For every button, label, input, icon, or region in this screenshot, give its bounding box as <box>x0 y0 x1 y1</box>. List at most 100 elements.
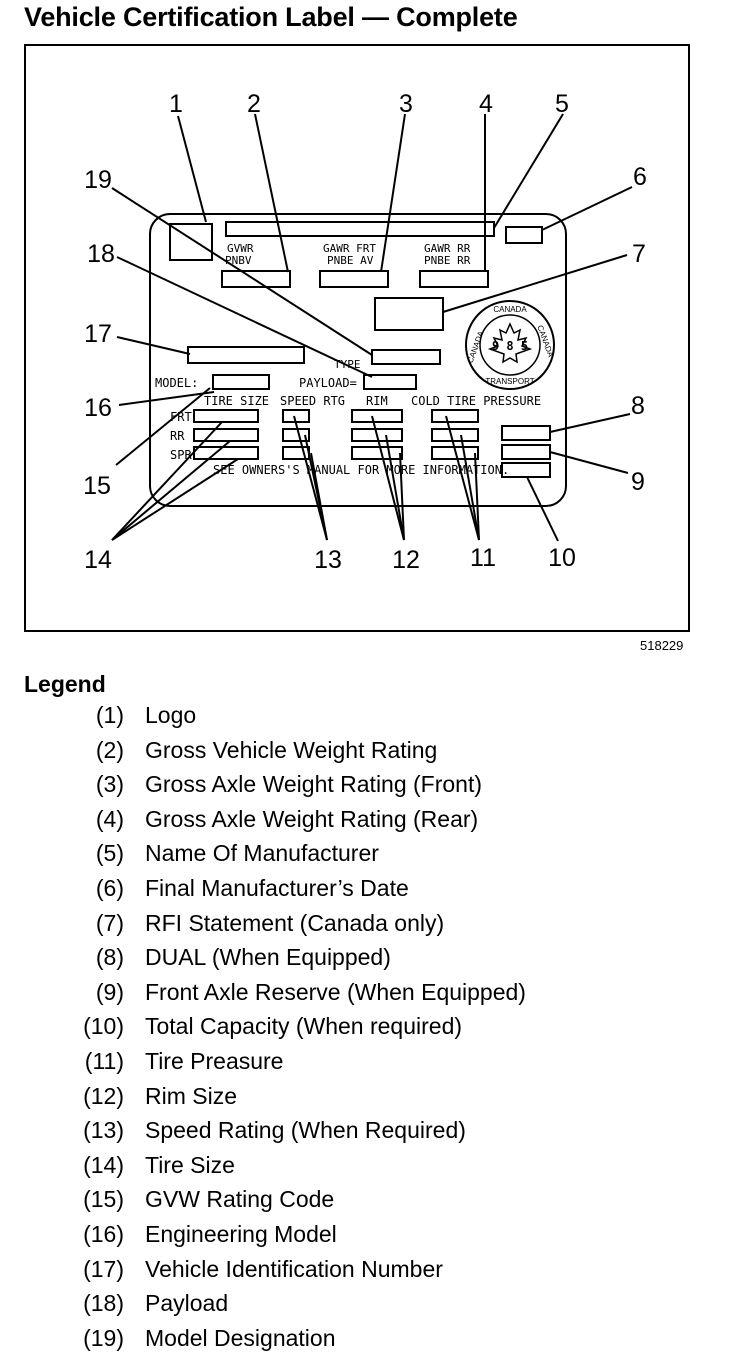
callout-12: 12 <box>392 546 420 574</box>
legend-text: Engineering Model <box>145 1220 337 1247</box>
legend-item: (13) Speed Rating (When Required) <box>0 1117 736 1152</box>
callout-5: 5 <box>555 90 569 118</box>
legend-item: (14) Tire Size <box>0 1152 736 1187</box>
legend-text: Tire Size <box>145 1151 235 1178</box>
legend-number: (11) <box>84 1047 124 1074</box>
legend-text: Front Axle Reserve (When Equipped) <box>145 978 526 1005</box>
legend-item: (1) Logo <box>0 702 736 737</box>
legend-item: (7)RFI Statement (Canada only) <box>0 910 736 945</box>
gawr-front-box <box>319 270 389 288</box>
callout-17: 17 <box>84 320 112 348</box>
legend-number: (5) <box>95 840 124 867</box>
legend-item: (6)Final Manufacturer’s Date <box>0 875 736 910</box>
legend-item: (2)Gross Vehicle Weight Rating <box>0 737 736 772</box>
legend-number: (19) <box>83 1324 124 1351</box>
page-title: Vehicle Certification Label — Complete <box>24 2 518 32</box>
legend-text: DUAL (When Equipped) <box>145 944 391 971</box>
legend-number: (1) <box>95 702 124 728</box>
legend-text: Payload <box>145 1290 229 1317</box>
callout-16: 16 <box>84 394 112 422</box>
rim-rear-box <box>351 428 403 442</box>
tire-front-box <box>193 409 259 423</box>
legend-text: Model Designation <box>145 1324 336 1351</box>
legend-text: Logo <box>145 702 197 728</box>
legend-item: (16) Engineering Model <box>0 1221 736 1256</box>
maple-leaf-icon <box>487 322 533 364</box>
legend-number: (6) <box>95 874 124 901</box>
callout-13: 13 <box>314 546 342 574</box>
legend-list: (1) Logo (2)Gross Vehicle Weight Rating (… <box>0 702 736 1359</box>
legend-number: (13) <box>83 1117 124 1144</box>
canada-seal: CANADA CANADA CANADA 9 8 5 TRANSPORT <box>465 300 556 390</box>
rear-row-label: RR <box>170 429 185 443</box>
legend-text: Vehicle Identification Number <box>145 1255 443 1282</box>
rfi-statement-box <box>374 297 444 331</box>
gawr-front-sub-text: PNBE AV <box>327 254 374 267</box>
legend-item: (9)Front Axle Reserve (When Equipped) <box>0 979 736 1014</box>
gvwr-sub-text: PNBV <box>225 254 252 267</box>
legend-item: (10) Total Capacity (When required) <box>0 1013 736 1048</box>
callout-11: 11 <box>470 544 496 572</box>
legend-text: Gross Axle Weight Rating (Front) <box>145 771 483 798</box>
legend-text: Name Of Manufacturer <box>145 840 379 867</box>
callout-3: 3 <box>399 90 413 118</box>
gvwr-text: GVWR <box>227 242 254 255</box>
callout-18: 18 <box>87 240 115 268</box>
total-capacity-box <box>501 462 551 478</box>
model-text: MODEL: <box>155 376 198 390</box>
pressure-front-box <box>431 409 479 423</box>
tire-rear-box <box>193 428 259 442</box>
gawr-rear-box <box>419 270 489 288</box>
gawr-rear-sub-text: PNBE RR <box>424 254 471 267</box>
legend-number: (3) <box>95 771 124 798</box>
speed-rating-header: SPEED RTG <box>280 394 345 408</box>
legend-number: (14) <box>83 1151 124 1178</box>
diagram-frame <box>24 44 690 632</box>
legend-text: Speed Rating (When Required) <box>145 1117 466 1144</box>
cold-tire-pressure-header: COLD TIRE PRESSURE <box>411 394 541 408</box>
model-designation-box <box>371 349 441 365</box>
vin-box <box>187 346 305 364</box>
legend-text: Rim Size <box>145 1082 238 1109</box>
rim-front-box <box>351 409 403 423</box>
gawr-front-text: GAWR FRT <box>323 242 376 255</box>
legend-number: (2) <box>95 736 124 763</box>
legend-heading: Legend <box>24 671 106 697</box>
certification-label-diagram: CANADA CANADA CANADA 9 8 5 TRANSPORT GVW… <box>83 90 647 574</box>
front-axle-reserve-box <box>501 444 551 460</box>
legend-number: (8) <box>95 944 124 971</box>
legend-item: (11)Tire Preasure <box>0 1048 736 1083</box>
callout-15: 15 <box>83 472 111 500</box>
callout-14: 14 <box>84 546 112 574</box>
manufacture-date-box <box>505 226 543 244</box>
callout-1: 1 <box>169 90 183 118</box>
legend-text: Total Capacity (When required) <box>145 1013 463 1040</box>
dual-box <box>501 425 551 441</box>
legend-text: Gross Axle Weight Rating (Rear) <box>145 805 479 832</box>
payload-box <box>363 374 417 390</box>
legend-item: (15)GVW Rating Code <box>0 1186 736 1221</box>
gvwr-box <box>221 270 291 288</box>
callout-6: 6 <box>633 163 647 191</box>
rim-header: RIM <box>366 394 388 408</box>
spare-row-label: SPR <box>170 448 192 462</box>
callout-10: 10 <box>548 544 576 572</box>
legend-number: (15) <box>83 1186 124 1213</box>
tire-size-header: TIRE SIZE <box>204 394 269 408</box>
legend-number: (16) <box>83 1220 124 1247</box>
model-box <box>212 374 270 390</box>
tire-spare-box <box>193 446 259 460</box>
gawr-rear-text: GAWR RR <box>424 242 471 255</box>
legend-item: (8) DUAL (When Equipped) <box>0 944 736 979</box>
seal-top-text: CANADA <box>493 305 527 314</box>
pressure-rear-box <box>431 428 479 442</box>
legend-item: (3) Gross Axle Weight Rating (Front) <box>0 771 736 806</box>
legend-number: (10) <box>83 1013 124 1040</box>
legend-item: (12)Rim Size <box>0 1083 736 1118</box>
callout-19: 19 <box>84 166 112 194</box>
legend-number: (4) <box>95 805 124 832</box>
callout-2: 2 <box>247 90 261 118</box>
payload-text: PAYLOAD= <box>299 376 357 390</box>
see-owners-manual-text: SEE OWNERS'S MANUAL FOR MORE INFORMATION… <box>213 463 509 477</box>
callout-4: 4 <box>479 90 493 118</box>
